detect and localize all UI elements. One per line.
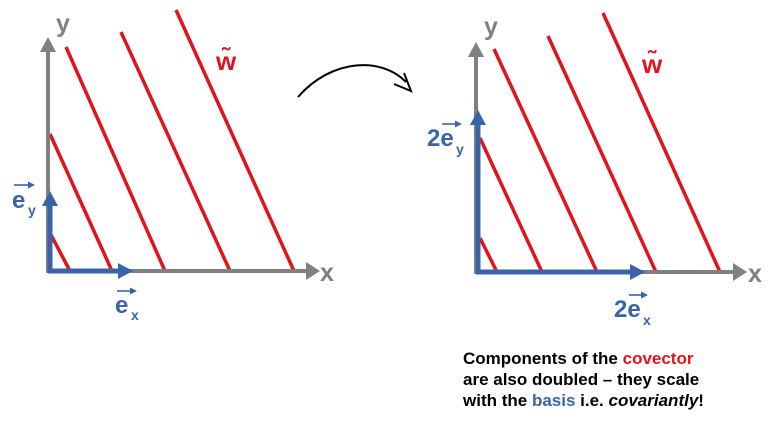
caption-text: are also doubled – they scale [463,370,700,389]
left-y-axis-arrowhead [40,37,56,52]
right-covector-line-4 [546,35,658,273]
right-ex-vector-bar-tip [641,291,648,299]
right-covector-line-3 [492,48,599,273]
transition-arrow-head [393,72,413,93]
right-y-axis-label: y [484,13,498,41]
right-covector-line-2 [478,137,544,273]
right-ey-label: 2e y [427,120,464,157]
left-x-axis-arrowhead [306,262,320,280]
right-x-axis-arrowhead [733,263,747,281]
right-ey-label-main: 2e [427,125,454,152]
left-covector-line-1 [48,232,72,272]
left-ex-label-main: e [115,292,128,319]
right-covector-line-5 [601,12,722,273]
caption-text: with the [463,391,532,410]
right-basis-ex-arrowhead [630,264,645,280]
left-covector-line-3 [64,46,167,272]
caption-line-3: with the basis i.e. covariantly! [463,390,773,411]
left-covector-line-4 [119,31,232,272]
right-covector-label: w̃ [641,49,663,79]
left-ey-label: e y [12,181,36,218]
right-diagram: y x w̃ 2e y 2e x [427,12,762,328]
left-covector-line-2 [48,133,114,272]
right-covector-lines [478,12,722,273]
left-diagram: y x w̃ e y e x [12,9,334,323]
left-covector-line-5 [174,9,296,272]
caption-line-1: Components of the covector [463,348,773,369]
left-covector-label: w̃ [215,46,237,76]
caption-line-2: are also doubled – they scale [463,369,773,390]
right-y-axis-arrowhead [468,42,484,57]
left-ex-vector-bar-tip [130,287,137,295]
left-ey-label-sub: y [28,202,36,218]
left-ex-label: e x [115,287,139,323]
left-covector-lines [48,9,296,272]
left-basis-ey-arrowhead [42,191,58,206]
transition-arrow [297,64,413,98]
caption-covariantly-word: covariantly [608,391,699,410]
caption-covector-word: covector [622,349,694,368]
right-ex-label-main: 2e [614,296,641,323]
right-ex-label-sub: x [643,312,651,328]
right-ey-vector-bar-tip [455,120,462,128]
right-ex-label: 2e x [614,291,651,328]
right-x-axis-label: x [748,260,762,288]
left-x-axis-label: x [320,259,334,287]
transition-arrow-curve [297,64,407,98]
caption-text: i.e. [575,391,609,410]
caption-text: ! [698,391,704,410]
left-y-axis-label: y [56,10,70,38]
caption: Components of the covector are also doub… [463,348,773,411]
right-basis-ey-arrowhead [470,110,486,125]
right-covector-line-1 [478,237,499,273]
left-ey-label-main: e [12,187,25,214]
caption-basis-word: basis [531,391,576,410]
left-ey-vector-bar-tip [28,181,35,189]
left-ex-label-sub: x [131,307,139,323]
left-basis-ex-arrowhead [118,263,133,279]
right-ey-label-sub: y [456,141,464,157]
caption-text: Components of the [463,349,623,368]
